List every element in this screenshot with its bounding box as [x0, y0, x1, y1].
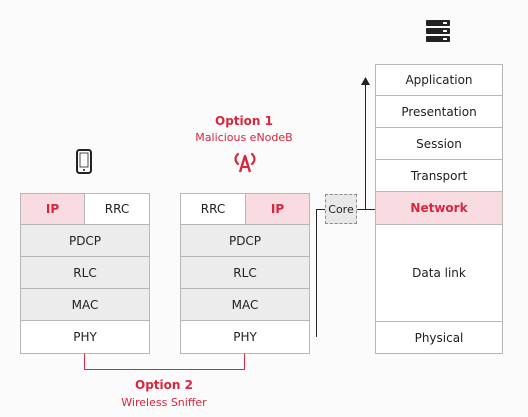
- enb-pdcp-layer: PDCP: [180, 224, 310, 257]
- core-to-osi-connector: [357, 209, 375, 210]
- enb-phy-layer: PHY: [180, 320, 310, 354]
- enb-ip-layer: IP: [245, 193, 310, 225]
- sniffer-link-right: [244, 354, 245, 370]
- ue-ip-layer: IP: [20, 193, 85, 225]
- arrowhead-up-icon: [361, 77, 370, 85]
- enb-mac-layer: MAC: [180, 288, 310, 321]
- enb-to-core-connector: [316, 209, 317, 337]
- osi-network-layer: Network: [375, 191, 503, 225]
- osi-session-layer: Session: [375, 127, 503, 160]
- option1-title: Option 1: [215, 114, 273, 128]
- osi-data-link-layer: Data link: [375, 224, 503, 322]
- sniffer-link-bottom: [84, 369, 245, 370]
- osi-physical-layer: Physical: [375, 321, 503, 354]
- sniffer-link-left: [84, 354, 85, 370]
- option2-title: Option 2: [135, 378, 193, 392]
- osi-presentation-layer: Presentation: [375, 95, 503, 128]
- ue-rlc-layer: RLC: [20, 256, 150, 289]
- ue-phy-layer: PHY: [20, 320, 150, 354]
- osi-transport-layer: Transport: [375, 159, 503, 192]
- ue-pdcp-layer: PDCP: [20, 224, 150, 257]
- core-node: Core: [325, 194, 357, 224]
- osi-application-layer: Application: [375, 64, 503, 96]
- smartphone-icon: [76, 149, 92, 174]
- enb-rlc-layer: RLC: [180, 256, 310, 289]
- server-icon: [426, 20, 450, 42]
- ue-mac-layer: MAC: [20, 288, 150, 321]
- option2-subtitle: Wireless Sniffer: [121, 396, 207, 409]
- antenna-icon: [230, 150, 260, 174]
- enb-rrc-layer: RRC: [180, 193, 246, 225]
- enb-to-core-connector-top: [316, 209, 325, 210]
- option1-subtitle: Malicious eNodeB: [195, 131, 293, 144]
- ue-rrc-layer: RRC: [84, 193, 150, 225]
- osi-uplink-arrow: [365, 84, 366, 209]
